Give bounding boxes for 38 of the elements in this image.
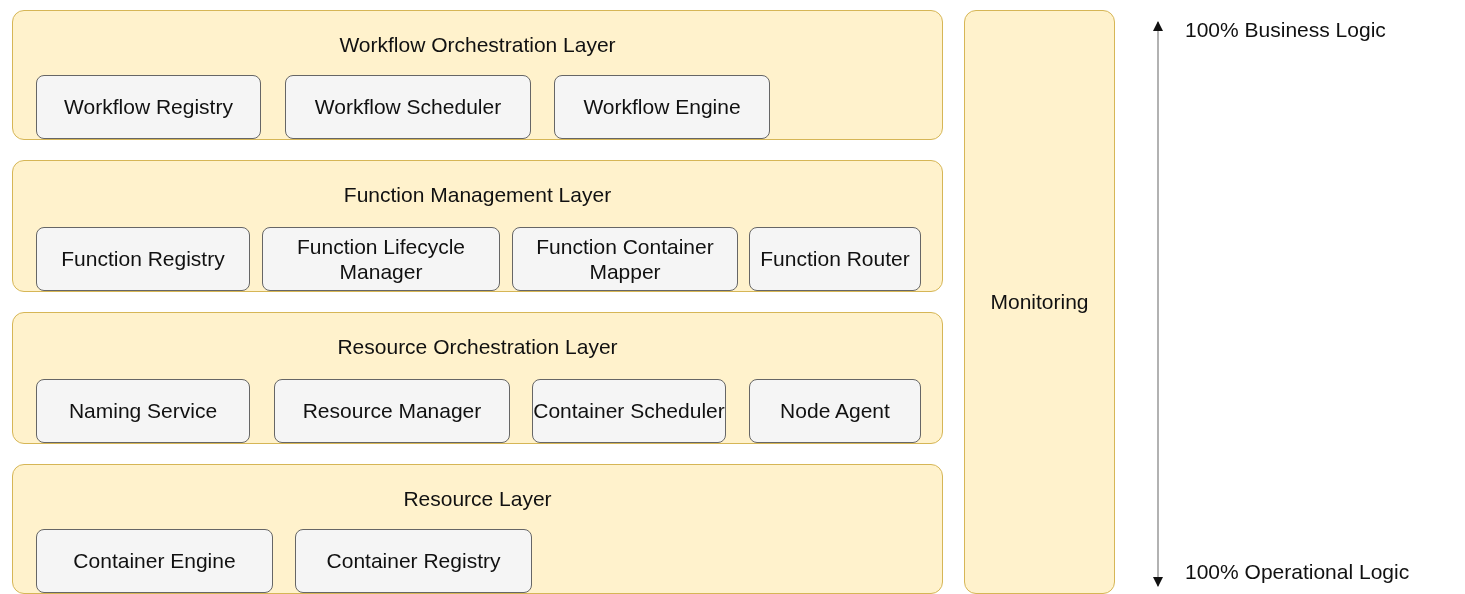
- layer-panel: [12, 160, 943, 292]
- component-box: [512, 227, 738, 291]
- component-box: [295, 529, 532, 593]
- component-label: Node Agent: [780, 398, 890, 424]
- component-box: [285, 75, 531, 139]
- component-label: Workflow Scheduler: [314, 94, 502, 120]
- component-label: Container Engine: [73, 548, 236, 574]
- component-box: [262, 227, 500, 291]
- axis-label: 100% Operational Logic: [1185, 560, 1410, 584]
- layer-title: Resource Orchestration Layer: [336, 335, 619, 359]
- layer-title: Resource Layer: [402, 487, 553, 511]
- component-label: Naming Service: [68, 398, 218, 424]
- component-label: Function Container Mapper: [535, 233, 715, 285]
- component-box: [36, 75, 261, 139]
- panel-title: Monitoring: [990, 289, 1089, 315]
- component-label: Function Router: [760, 246, 910, 272]
- layer-panel: [12, 10, 943, 140]
- axis-label: 100% Business Logic: [1185, 18, 1386, 42]
- component-label: Function Registry: [61, 246, 225, 272]
- component-box: [749, 379, 921, 443]
- layer-title: Function Management Layer: [342, 183, 613, 207]
- component-box: [36, 227, 250, 291]
- component-label: Workflow Registry: [64, 94, 233, 120]
- component-box: [554, 75, 770, 139]
- component-label: Container Scheduler: [533, 398, 725, 424]
- component-box: [36, 379, 250, 443]
- monitoring-panel: [964, 10, 1115, 594]
- component-label: Resource Manager: [302, 398, 482, 424]
- component-box: [532, 379, 726, 443]
- component-box: [749, 227, 921, 291]
- layer-panel: [12, 464, 943, 594]
- layer-title: Workflow Orchestration Layer: [338, 33, 617, 57]
- component-box: [274, 379, 510, 443]
- layer-panel: [12, 312, 943, 444]
- component-label: Workflow Engine: [583, 94, 741, 120]
- component-label: Container Registry: [326, 548, 501, 574]
- component-label: Function Lifecycle Manager: [295, 233, 467, 285]
- component-box: [36, 529, 273, 593]
